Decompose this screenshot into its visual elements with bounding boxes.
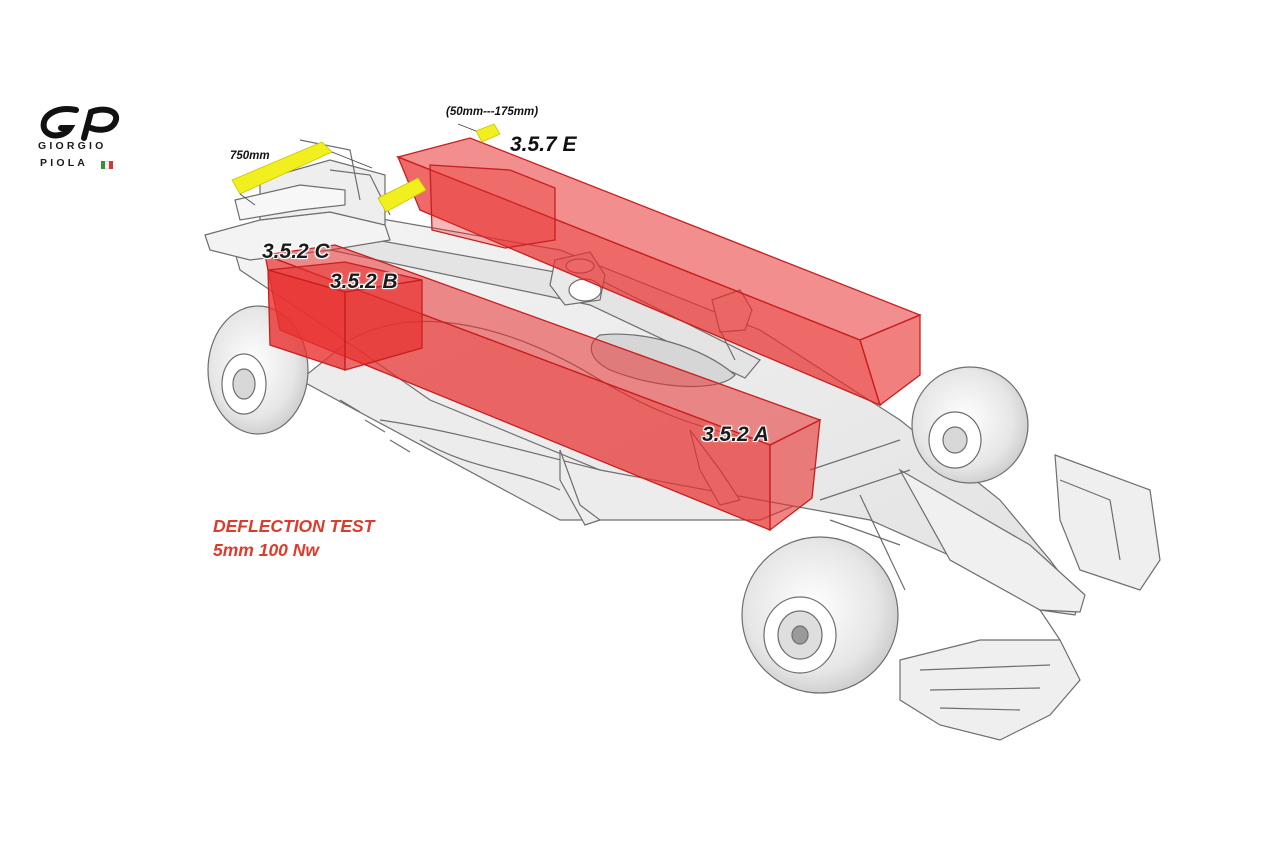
zone-e-label: 3.5.7 E [510, 133, 577, 156]
regulation-zones [264, 137, 922, 532]
zone-b-label: 3.5.2 B [330, 270, 398, 293]
zone-e-box [395, 137, 922, 407]
rear-wing [204, 139, 391, 261]
zone-a-label: 3.5.2 A [702, 423, 769, 446]
brand-line2: PIOLA [40, 157, 89, 169]
brand-line1: GIORGIO [38, 140, 107, 152]
endplate-bar-upper [475, 123, 501, 143]
rear-wing-width-label: 750mm [230, 150, 270, 162]
front-right-tyre [911, 366, 1029, 484]
measurement-bars [231, 123, 501, 213]
front-left-tyre [741, 536, 899, 694]
giorgio-piola-logo [40, 106, 119, 141]
zone-b-box [267, 261, 423, 371]
endplate-range-label: (50mm---175mm) [446, 106, 539, 118]
flag-red-stripe [109, 161, 113, 169]
flag-white-stripe [105, 161, 109, 169]
deflection-test-spec: 5mm 100 Nw [213, 540, 320, 560]
front-wing [899, 454, 1161, 741]
zone-c-label: 3.5.2 C [262, 240, 330, 263]
flag-green-stripe [101, 161, 105, 169]
deflection-test-title: DEFLECTION TEST [213, 516, 375, 536]
endplate-bar-lower [377, 177, 427, 213]
dimension-lines [239, 123, 477, 206]
